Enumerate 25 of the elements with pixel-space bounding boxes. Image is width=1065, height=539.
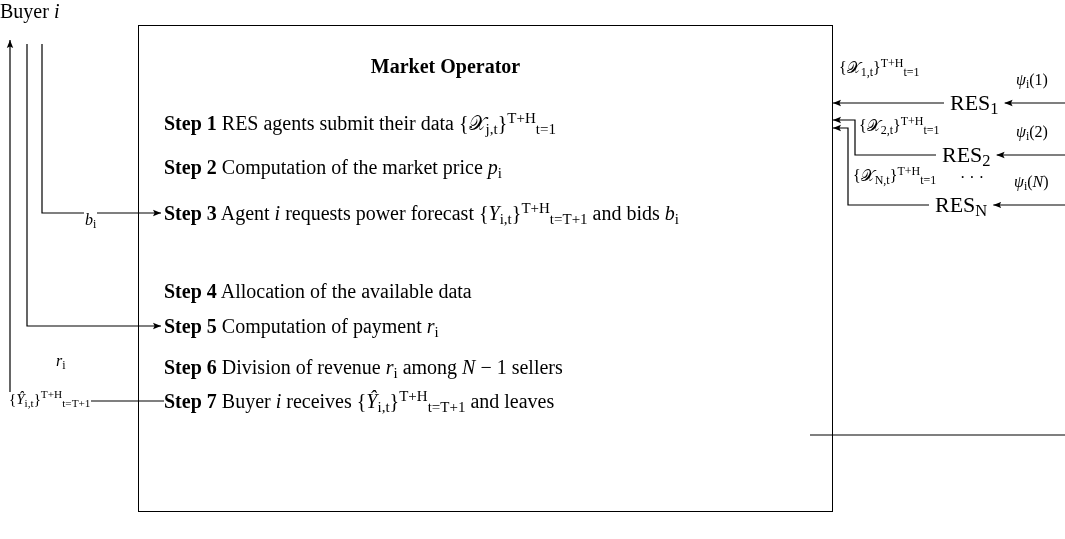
- res-label: RES$_{1}$: [950, 90, 999, 116]
- step-text: Step 3 Agent i requests power forecast {Y$_{i,t}$}$^{T+H}$$_{t=T+1}$ and bids b$_{i}$: [164, 198, 789, 228]
- box-title: Market Operator: [369, 54, 522, 80]
- step-text: Step 4 Allocation of the available data: [164, 276, 804, 306]
- step-text: Step 6 Division of revenue r$_{i}$ among N − 1 sellers: [164, 352, 814, 382]
- res-label: RES$_{2}$: [942, 142, 991, 168]
- connector-arrow: [996, 151, 1065, 159]
- connector-arrow: [1004, 99, 1065, 107]
- buyer-label: Buyer i: [0, 0, 60, 22]
- connector-arrow: [26, 43, 162, 330]
- market-operator-box: [138, 25, 833, 512]
- edge-label: ψ$_{i}$(2): [1015, 124, 1049, 140]
- connector-arrow: [832, 116, 937, 156]
- ellipsis-label: · · ·: [960, 170, 984, 186]
- edge-label: ψ$_{i}$(N): [1013, 174, 1050, 190]
- connector-arrow: [992, 201, 1065, 209]
- res-label: RES$_{N}$: [935, 192, 988, 218]
- connector-arrow: [41, 43, 162, 217]
- edge-label: ψ$_{i}$(1): [1015, 72, 1049, 88]
- step-text: Step 7 Buyer i receives {Ŷ$_{i,t}$}$^{T+H}$$_{t=T+1}$ and leaves: [164, 386, 804, 416]
- connector-arrow: [832, 124, 930, 206]
- connector-arrow: [832, 99, 945, 107]
- step-text: Step 5 Computation of payment r$_{i}$: [164, 311, 804, 341]
- edge-label: b$_{i}$: [84, 212, 98, 228]
- step-text: Step 2 Computation of the market price p$_{i}$: [164, 152, 804, 182]
